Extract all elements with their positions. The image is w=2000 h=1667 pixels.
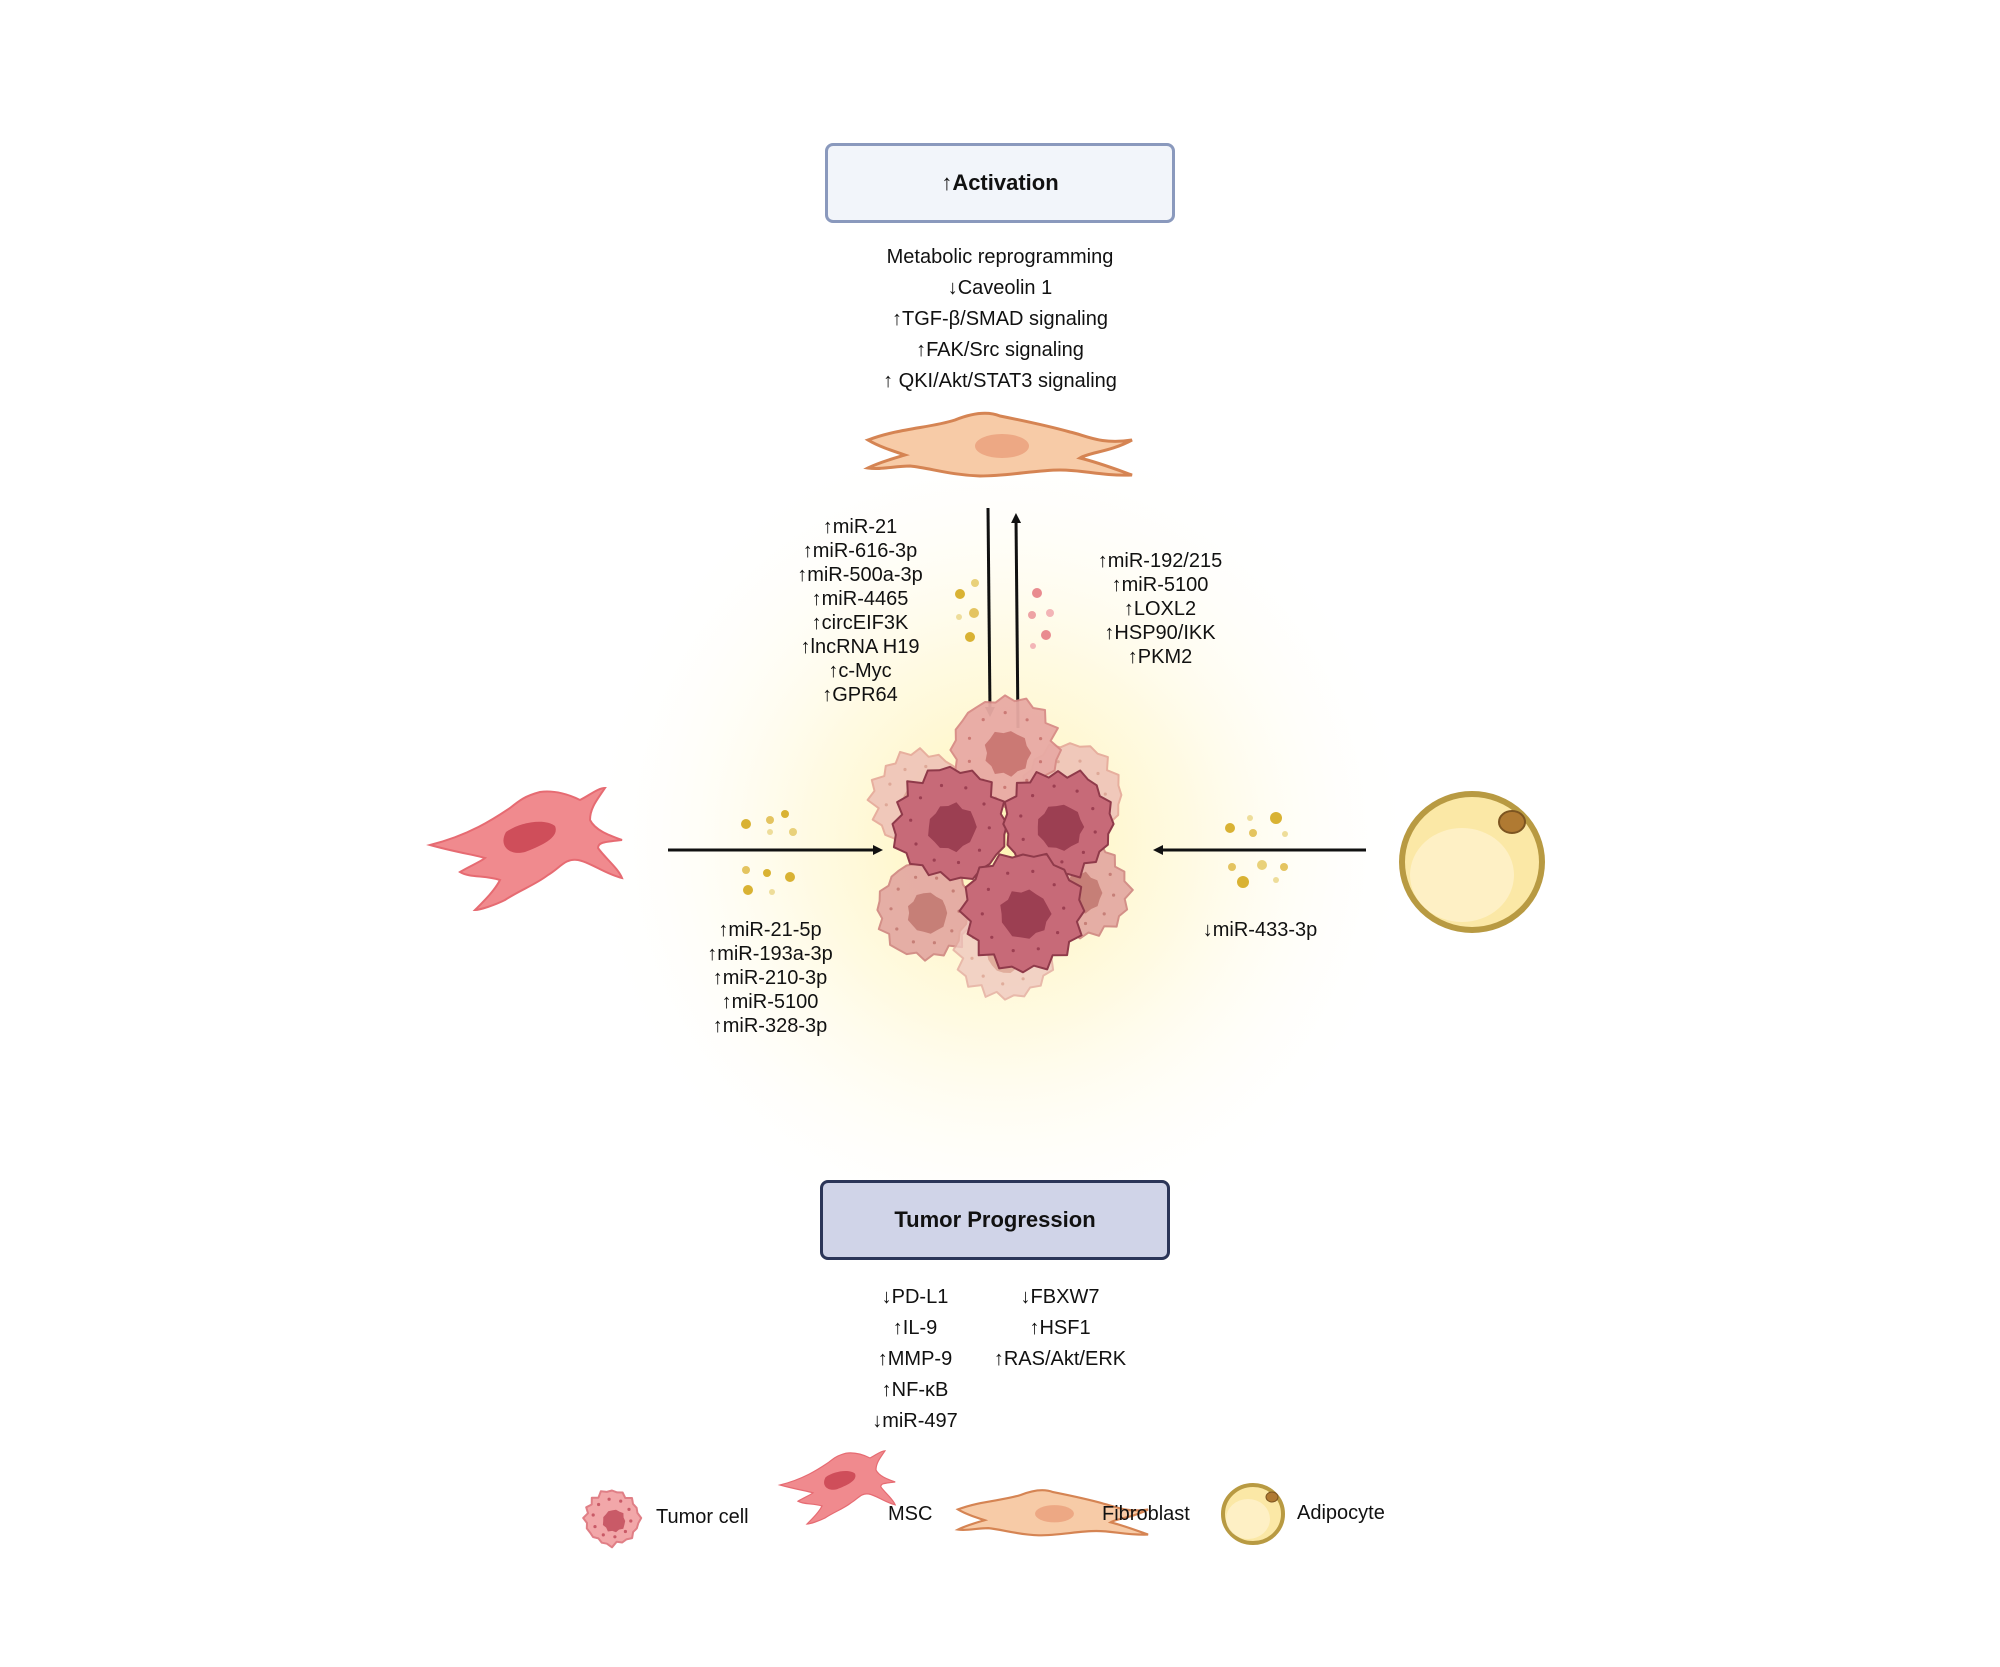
factor-item: ↑miR-21-5p [718,919,822,941]
progression-left-list: ↓PD-L1 ↑IL-9 ↑MMP-9 ↑NF-κB ↓miR-497 [845,1282,985,1437]
factor-item: ↑miR-500a-3p [797,564,923,586]
factor-item: ↑miR-616-3p [802,540,918,562]
activation-item: ↓Caveolin 1 [947,277,1053,299]
factor-item: ↑miR-5100 [721,991,819,1013]
tumor-progression-title: Tumor Progression [894,1207,1096,1232]
factor-item: ↑LOXL2 [1123,598,1197,620]
activation-item: Metabolic reprogramming [886,246,1114,268]
activation-item: ↑ QKI/Akt/STAT3 signaling [883,370,1117,392]
factor-item: ↑miR-328-3p [712,1015,828,1037]
factor-item: ↑miR-4465 [811,588,909,610]
fibroblast-exosomes-icon [1028,588,1054,649]
legend-fibroblast-icon [954,1489,1149,1537]
adipocyte-to-tumor-list: ↓miR-433-3p [1180,918,1340,942]
progression-item: ↑NF-κB [881,1379,949,1401]
tumor-to-fibroblast-list: ↑miR-21 ↑miR-616-3p ↑miR-500a-3p ↑miR-44… [770,515,950,707]
factor-item: ↑miR-210-3p [712,967,828,989]
adipocyte-icon [1399,791,1545,933]
adipocyte-exosomes-icon [1225,812,1288,888]
legend-tumor-cell-icon [582,1489,643,1549]
tumor-cell [1002,769,1115,884]
tumor-cell [958,852,1086,974]
activation-box: ↑Activation [825,143,1175,223]
activation-item: ↑TGF-β/SMAD signaling [892,308,1108,330]
progression-right-list: ↓FBXW7 ↑HSF1 ↑RAS/Akt/ERK [975,1282,1145,1375]
legend-label-fibroblast: Fibroblast [1102,1503,1190,1525]
msc-icon [426,786,624,912]
progression-item: ↓FBXW7 [1020,1286,1100,1308]
arrow-fibroblast-to-tumor [1011,513,1022,729]
tumor-cell-cluster-icon [866,694,1134,1001]
legend-adipocyte-icon [1221,1483,1285,1545]
legend-label-tumor-cell: Tumor cell [656,1506,749,1528]
factor-item: ↓miR-433-3p [1202,919,1318,941]
factor-item: ↑HSP90/IKK [1104,622,1216,644]
progression-item: ↑IL-9 [892,1317,938,1339]
fibroblast-icon [863,411,1133,478]
factor-item: ↑GPR64 [822,684,898,706]
factor-item: ↑miR-192/215 [1097,550,1223,572]
factor-item: ↑miR-5100 [1111,574,1209,596]
legend-msc-icon [777,1450,897,1525]
msc-to-tumor-list: ↑miR-21-5p ↑miR-193a-3p ↑miR-210-3p ↑miR… [680,918,860,1038]
factor-item: ↑miR-21 [822,516,898,538]
legend-label-msc: MSC [888,1503,933,1525]
legend-tumor-cell-shape [582,1489,643,1549]
activation-item: ↑FAK/Src signaling [916,339,1084,361]
msc-exosomes-icon [741,810,797,895]
progression-item: ↑HSF1 [1029,1317,1091,1339]
factor-item: ↑PKM2 [1127,646,1193,668]
fibroblast-to-tumor-list: ↑miR-192/215 ↑miR-5100 ↑LOXL2 ↑HSP90/IKK… [1070,549,1250,669]
legend-label-adipocyte: Adipocyte [1297,1502,1385,1524]
factor-item: ↑lncRNA H19 [800,636,920,658]
tumor-progression-box: Tumor Progression [820,1180,1170,1260]
progression-item: ↑RAS/Akt/ERK [993,1348,1127,1370]
tumor-cell [891,765,1009,882]
activation-effects-list: Metabolic reprogramming ↓Caveolin 1 ↑TGF… [800,242,1200,397]
tumor-exosomes-icon [955,579,979,642]
progression-item: ↓miR-497 [872,1410,958,1432]
factor-item: ↑miR-193a-3p [707,943,833,965]
factor-item: ↑c-Myc [828,660,892,682]
tumor-cell-back [876,859,979,962]
progression-item: ↑MMP-9 [877,1348,953,1370]
progression-item: ↓PD-L1 [881,1286,949,1308]
factor-item: ↑circEIF3K [811,612,909,634]
activation-title: ↑Activation [941,170,1059,195]
arrow-tumor-to-fibroblast [984,507,995,717]
